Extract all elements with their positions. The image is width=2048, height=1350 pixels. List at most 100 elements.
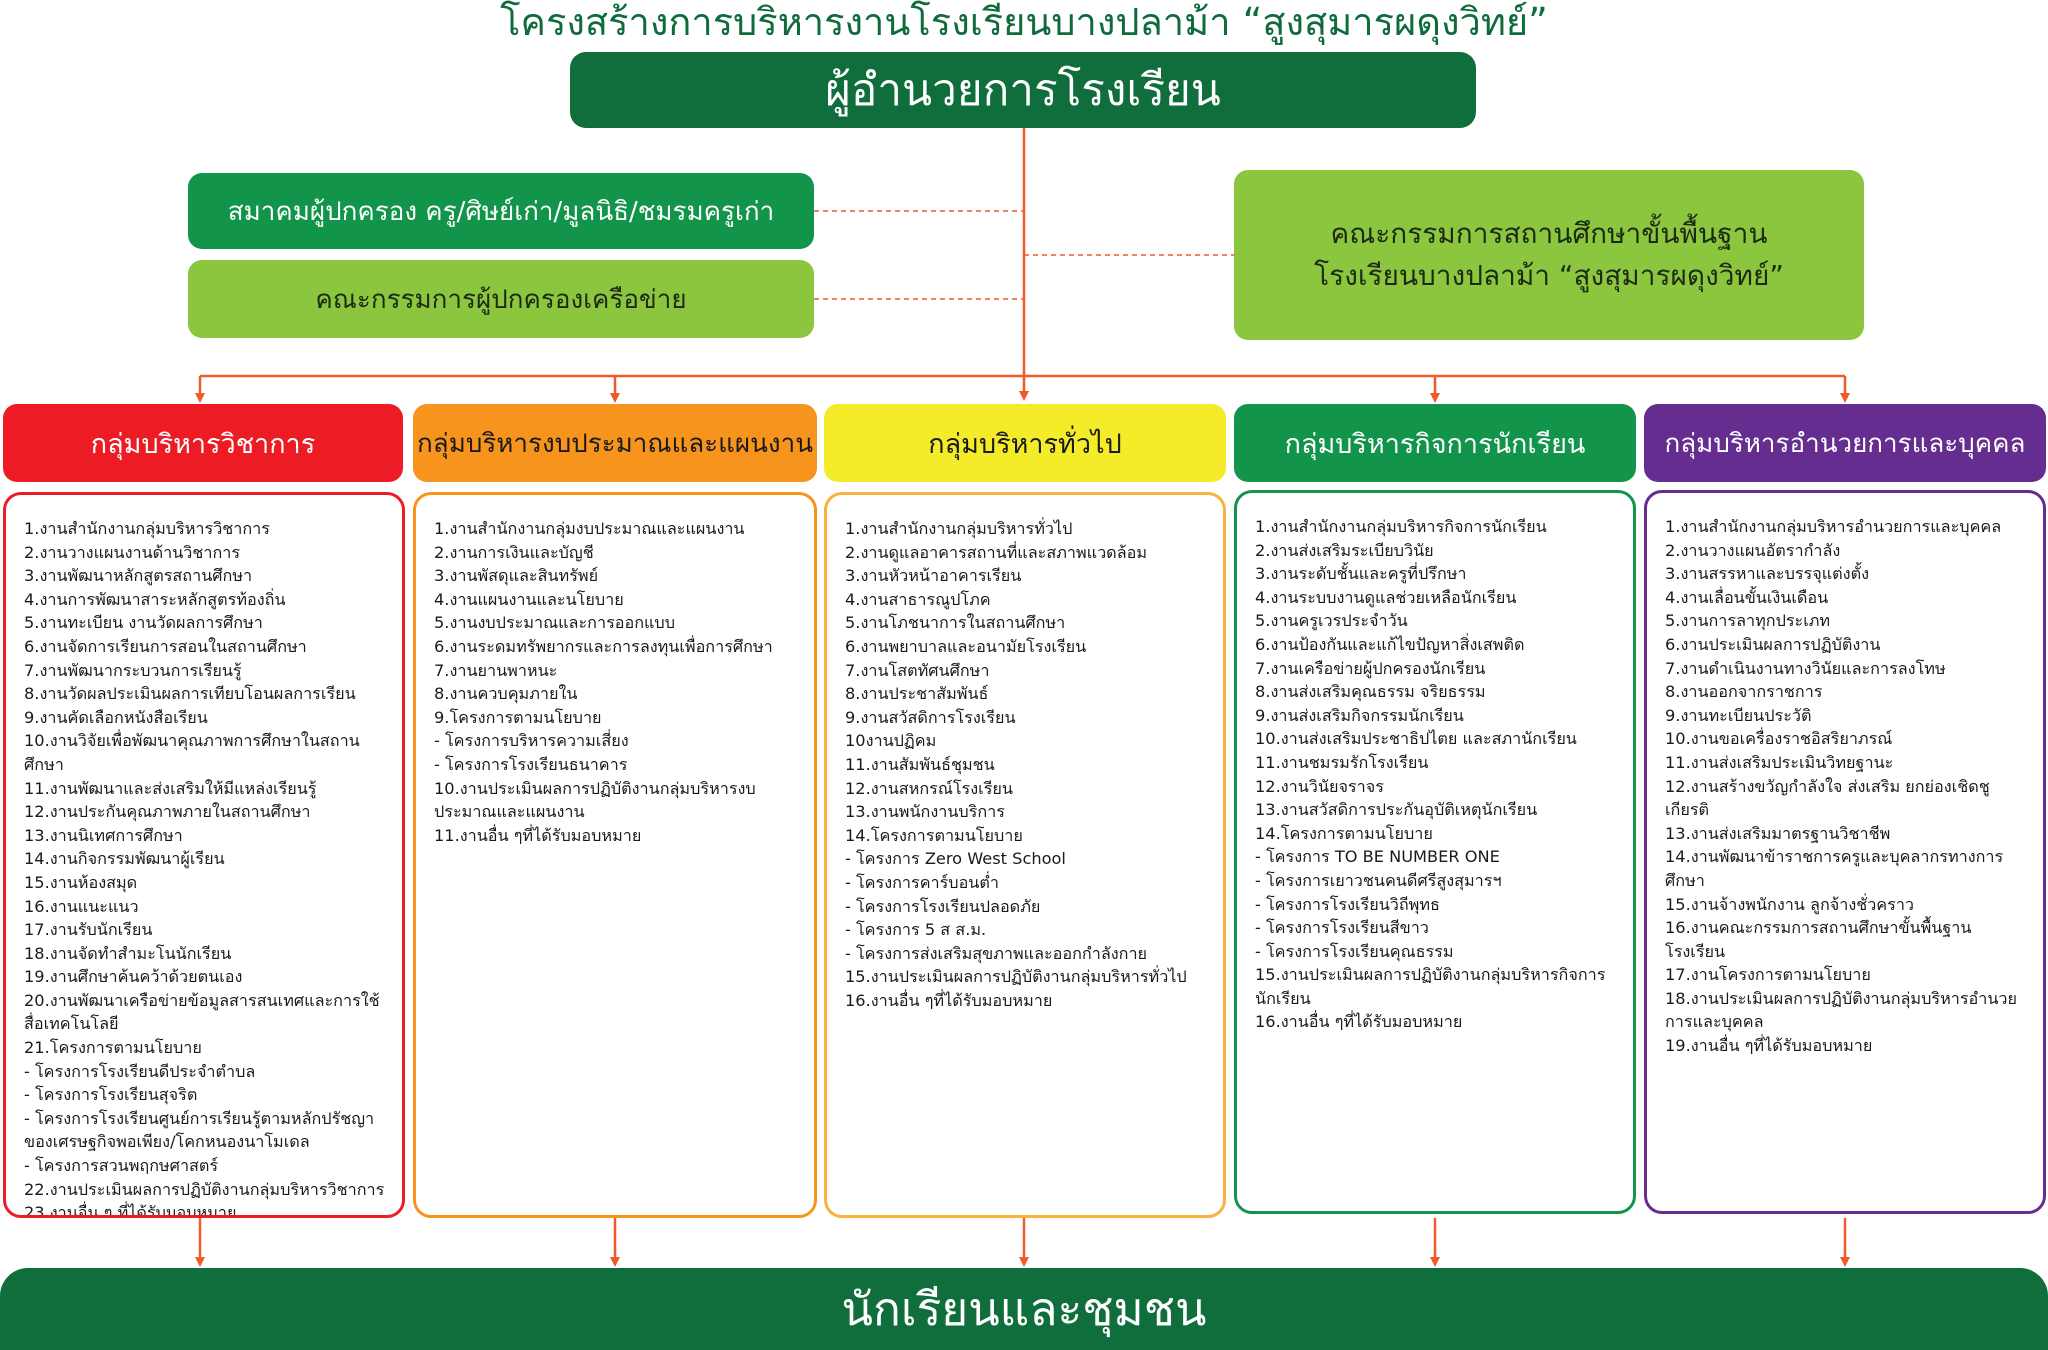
list-item: - โครงการสวนพฤกษศาสตร์ bbox=[24, 1156, 219, 1176]
list-item: - โครงการโรงเรียนคุณธรรม bbox=[1255, 941, 1454, 961]
list-item: 6.งานระดมทรัพยากรและการลงทุนเพื่อการศึกษ… bbox=[434, 636, 773, 656]
list-item: - โครงการ 5 ส ส.ม. bbox=[845, 920, 987, 940]
list-item: 11.งานพัฒนาและส่งเสริมให้มีแหล่งเรียนรู้ bbox=[24, 778, 317, 798]
list-item: 7.งานพัฒนากระบวนการเรียนรู้ bbox=[24, 660, 242, 680]
list-item: 10.งานส่งเสริมประชาธิปไตย และสภานักเรียน bbox=[1255, 729, 1577, 749]
list-item: 15.งานประเมินผลการปฏิบัติงานกลุ่มบริหารท… bbox=[845, 967, 1187, 987]
list-item: 15.งานประเมินผลการปฏิบัติงานกลุ่มบริหารก… bbox=[1255, 965, 1606, 1008]
list-item: 20.งานพัฒนาเครือข่ายข้อมูลสารสนเทศและการ… bbox=[24, 990, 380, 1034]
list-item: 9.งานส่งเสริมกิจกรรมนักเรียน bbox=[1255, 705, 1464, 725]
group-title: กลุ่มบริหารทั่วไป bbox=[928, 428, 1122, 460]
list-item: 12.งานสหกรณ์โรงเรียน bbox=[845, 778, 1013, 798]
list-item: 8.งานวัดผลประเมินผลการเทียบโอนผลการเรียน bbox=[24, 684, 356, 704]
list-item: 11.งานส่งเสริมประเมินวิทยฐานะ bbox=[1665, 752, 1894, 772]
list-item: - โครงการคาร์บอนต่ำ bbox=[845, 872, 999, 892]
list-item: 11.งานชมรมรักโรงเรียน bbox=[1255, 752, 1429, 772]
list-item: 3.งานพัสดุและสินทรัพย์ bbox=[434, 566, 599, 586]
list-item: 13.งานพนักงานบริการ bbox=[845, 802, 1005, 822]
list-item: 3.งานหัวหน้าอาคารเรียน bbox=[845, 566, 1022, 586]
list-item: 19.งานศึกษาค้นคว้าด้วยตนเอง bbox=[24, 967, 243, 987]
list-item: 13.งานนิเทศการศึกษา bbox=[24, 825, 183, 845]
list-item: 7.งานดำเนินงานทางวินัยและการลงโทษ bbox=[1665, 658, 1946, 678]
list-item: 3.งานสรรหาและบรรจุแต่งตั้ง bbox=[1665, 564, 1869, 584]
group-header-student-affairs: กลุ่มบริหารกิจการนักเรียน bbox=[1234, 404, 1636, 482]
list-item: 7.งานยานพาหนะ bbox=[434, 660, 558, 680]
list-item: 14.โครงการตามนโยบาย bbox=[1255, 823, 1433, 843]
list-item: 14.งานพัฒนาข้าราชการครูและบุคลากรทางการศ… bbox=[1665, 847, 2004, 890]
list-item: - โครงการโรงเรียนวิถีพุทธ bbox=[1255, 894, 1440, 914]
list-item: 22.งานประเมินผลการปฏิบัติงานกลุ่มบริหารว… bbox=[24, 1179, 385, 1199]
list-item: 10.งานขอเครื่องราชอิสริยาภรณ์ bbox=[1665, 729, 1893, 749]
list-item: 14.โครงการตามนโยบาย bbox=[845, 825, 1023, 845]
list-item: 5.งานโภชนาการในสถานศึกษา bbox=[845, 613, 1066, 633]
group-header-budget: กลุ่มบริหารงบประมาณและแผนงาน bbox=[413, 404, 817, 482]
list-item: 4.งานเลื่อนขั้นเงินเดือน bbox=[1665, 587, 1829, 607]
chart-title: โครงสร้างการบริหารงานโรงเรียนบางปลาม้า “… bbox=[500, 0, 1548, 44]
list-item: 19.งานอื่น ๆที่ได้รับมอบหมาย bbox=[1665, 1036, 1873, 1056]
list-item: 16.งานอื่น ๆที่ได้รับมอบหมาย bbox=[845, 990, 1053, 1010]
list-item: 9.โครงการตามนโยบาย bbox=[434, 707, 602, 727]
school-board-line1: คณะกรรมการสถานศึกษาขั้นพื้นฐาน bbox=[1330, 217, 1768, 250]
list-item: 11.งานอื่น ๆที่ได้รับมอบหมาย bbox=[434, 825, 642, 845]
list-item: 6.งานป้องกันและแก้ไขปัญหาสิ่งเสพติด bbox=[1255, 634, 1525, 654]
association-box: สมาคมผู้ปกครอง ครู/ศิษย์เก่า/มูลนิธิ/ชมร… bbox=[188, 173, 814, 249]
group-title: กลุ่มบริหารกิจการนักเรียน bbox=[1284, 428, 1586, 460]
list-item: 17.งานโครงการตามนโยบาย bbox=[1665, 965, 1871, 985]
list-item: 12.งานประกันคุณภาพภายในสถานศึกษา bbox=[24, 802, 311, 822]
list-item: 7.งานเครือข่ายผู้ปกครองนักเรียน bbox=[1255, 658, 1486, 678]
list-item: 17.งานรับนักเรียน bbox=[24, 920, 153, 940]
list-item: - โครงการโรงเรียนสุจริต bbox=[24, 1085, 198, 1105]
list-item: 8.งานออกจากราชการ bbox=[1665, 682, 1823, 702]
list-item: 5.งานการลาทุกประเภท bbox=[1665, 611, 1831, 631]
list-item: 4.งานสาธารณูปโภค bbox=[845, 589, 991, 609]
group-title: กลุ่มบริหารอำนวยการและบุคคล bbox=[1664, 428, 2026, 459]
list-item: - โครงการบริหารความเสี่ยง bbox=[434, 731, 629, 751]
group-list-personnel: 1.งานสำนักงานกลุ่มบริหารอำนวยการและบุคคล… bbox=[1644, 490, 2046, 1214]
group-header-general: กลุ่มบริหารทั่วไป bbox=[824, 404, 1226, 482]
group-header-personnel: กลุ่มบริหารอำนวยการและบุคคล bbox=[1644, 404, 2046, 482]
list-item: 10.งานประเมินผลการปฏิบัติงานกลุ่มบริหารง… bbox=[434, 778, 756, 822]
list-item: - โครงการ TO BE NUMBER ONE bbox=[1255, 847, 1500, 867]
list-item: 8.งานส่งเสริมคุณธรรม จริยธรรม bbox=[1255, 682, 1486, 702]
list-item: 18.งานประเมินผลการปฏิบัติงานกลุ่มบริหารอ… bbox=[1665, 988, 2017, 1032]
students-community-box: นักเรียนและชุมชน bbox=[0, 1268, 2048, 1350]
list-item: - โครงการส่งเสริมสุขภาพและออกกำลังกาย bbox=[845, 943, 1148, 963]
list-item: 16.งานคณะกรรมการสถานศึกษาขั้นพื้นฐานโรงเ… bbox=[1665, 918, 1972, 961]
list-item: 8.งานประชาสัมพันธ์ bbox=[845, 684, 989, 704]
list-item: 9.งานคัดเลือกหนังสือเรียน bbox=[24, 707, 208, 727]
school-board-box: คณะกรรมการสถานศึกษาขั้นพื้นฐาน โรงเรียนบ… bbox=[1234, 170, 1864, 340]
list-item: 9.งานทะเบียนประวัติ bbox=[1665, 705, 1812, 725]
list-item: 1.งานสำนักงานกลุ่มบริหารอำนวยการและบุคคล bbox=[1665, 517, 2002, 536]
list-item: - โครงการโรงเรียนดีประจำตำบล bbox=[24, 1061, 256, 1081]
list-item: 12.งานวินัยจราจร bbox=[1255, 776, 1384, 796]
list-item: 14.งานกิจกรรมพัฒนาผู้เรียน bbox=[24, 849, 225, 869]
list-item: - โครงการเยาวชนคนดีศรีสูงสุมารฯ bbox=[1255, 870, 1502, 890]
list-item: 2.งานวางแผนงานด้านวิชาการ bbox=[24, 542, 241, 562]
list-item: 15.งานจ้างพนักงาน ลูกจ้างชั่วคราว bbox=[1665, 894, 1915, 914]
group-header-academic: กลุ่มบริหารวิชาการ bbox=[3, 404, 403, 482]
list-item: 8.งานควบคุมภายใน bbox=[434, 684, 578, 704]
list-item: 12.งานสร้างขวัญกำลังใจ ส่งเสริม ยกย่องเช… bbox=[1665, 776, 1990, 820]
list-item: 10งานปฏิคม bbox=[845, 731, 937, 751]
school-board-line2: โรงเรียนบางปลาม้า “สูงสุมารผดุงวิทย์” bbox=[1314, 259, 1784, 292]
list-item: 1.งานสำนักงานกลุ่มบริหารทั่วไป bbox=[845, 519, 1073, 538]
list-item: 16.งานแนะแนว bbox=[24, 896, 139, 916]
list-item: 6.งานจัดการเรียนการสอนในสถานศึกษา bbox=[24, 636, 307, 656]
group-title: กลุ่มบริหารวิชาการ bbox=[90, 428, 316, 460]
list-item: 7.งานโสตทัศนศึกษา bbox=[845, 660, 990, 680]
list-item: 5.งานครูเวรประจำวัน bbox=[1255, 611, 1408, 631]
list-item: 21.โครงการตามนโยบาย bbox=[24, 1038, 202, 1058]
list-item: - โครงการโรงเรียนธนาคาร bbox=[434, 754, 628, 774]
association-label: สมาคมผู้ปกครอง ครู/ศิษย์เก่า/มูลนิธิ/ชมร… bbox=[227, 196, 775, 227]
list-item: - โครงการโรงเรียนสีขาว bbox=[1255, 918, 1429, 938]
list-item: 1.งานสำนักงานกลุ่มบริหารกิจการนักเรียน bbox=[1255, 517, 1547, 536]
list-item: 1.งานสำนักงานกลุ่มงบประมาณและแผนงาน bbox=[434, 519, 745, 538]
list-item: 4.งานระบบงานดูแลช่วยเหลือนักเรียน bbox=[1255, 587, 1517, 607]
list-item: 13.งานสวัสดิการประกันอุบัติเหตุนักเรียน bbox=[1255, 800, 1538, 820]
list-item: 2.งานวางแผนอัตรากำลัง bbox=[1665, 540, 1841, 560]
list-item: 11.งานสัมพันธ์ชุมชน bbox=[845, 754, 995, 774]
list-item: 13.งานส่งเสริมมาตรฐานวิชาชีพ bbox=[1665, 823, 1891, 843]
